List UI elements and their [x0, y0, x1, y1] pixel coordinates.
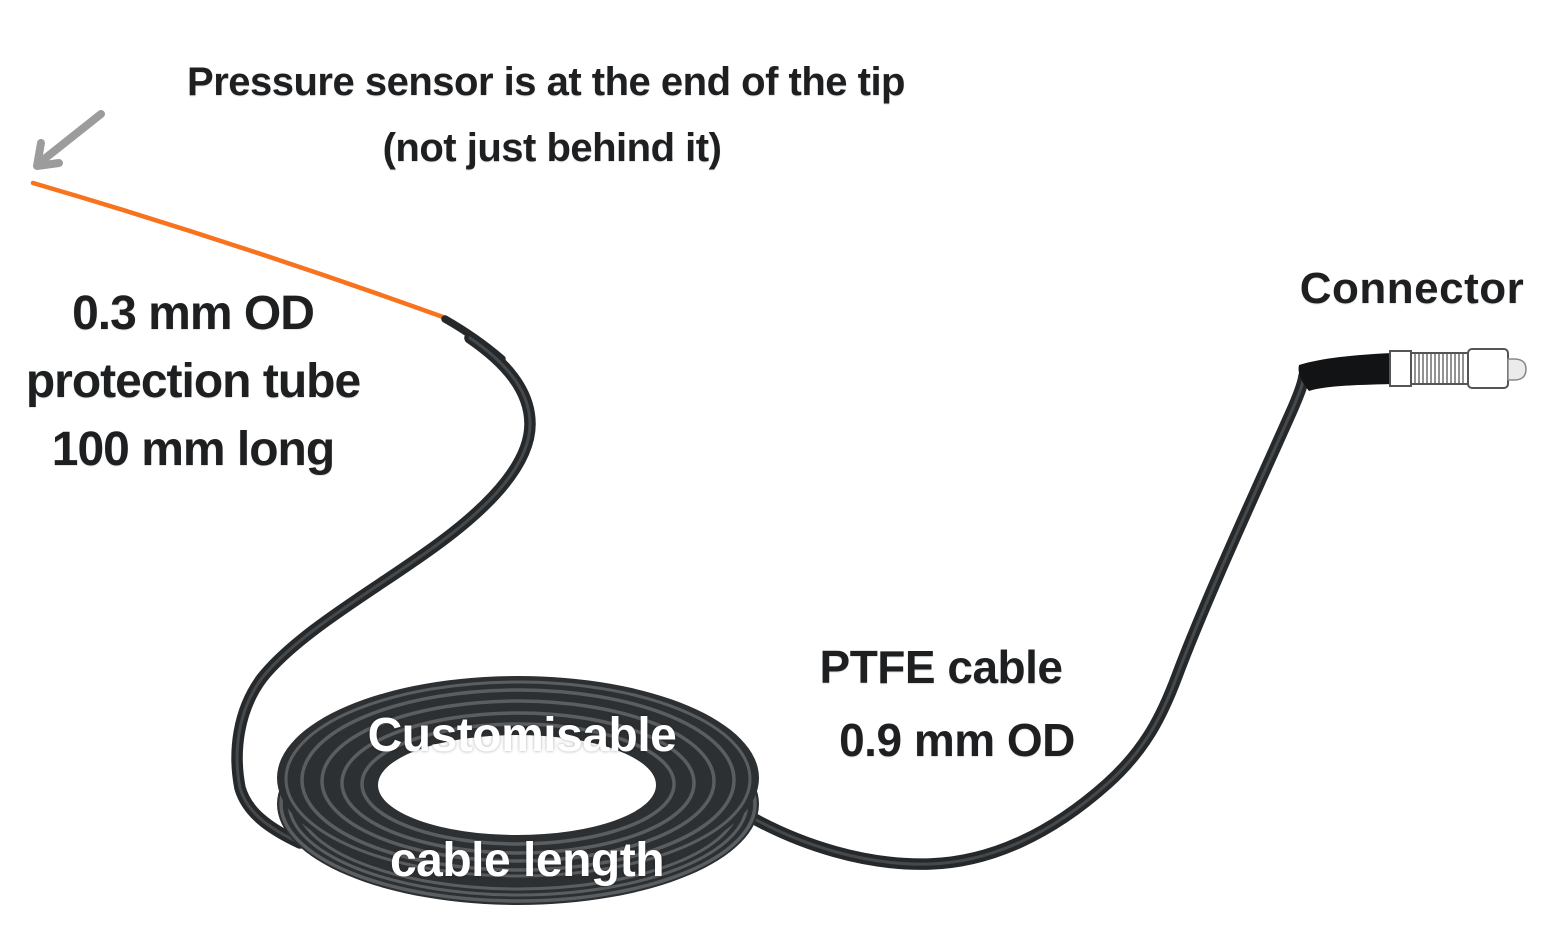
coil-label-line2: cable length	[389, 834, 665, 887]
connector-tip	[1507, 358, 1527, 381]
title-line2: (not just behind it)	[382, 126, 722, 170]
cable-scurve-highlight	[235, 336, 532, 845]
pointer-arrow-icon	[33, 110, 105, 170]
protection-tube-label-line3: 100 mm long	[51, 423, 335, 476]
connector-graphic	[1298, 348, 1527, 391]
protection-tube-label-line1: 0.3 mm OD	[72, 287, 315, 340]
cable-right-highlight	[740, 374, 1306, 866]
connector-label: Connector	[1299, 264, 1525, 313]
protection-tube-label-line2: protection tube	[25, 355, 361, 408]
connector-boot	[1298, 353, 1392, 391]
title-line1: Pressure sensor is at the end of the tip	[187, 60, 905, 104]
protection-tube-label: 0.3 mm OD protection tube 100 mm long	[25, 280, 361, 484]
connector-collar	[1389, 350, 1412, 387]
ptfe-cable-label-line2: 0.9 mm OD	[839, 714, 1075, 766]
cable-coil-graphic	[277, 676, 759, 905]
connector-body	[1467, 348, 1509, 389]
cable-right-graphic	[736, 370, 1310, 870]
coil-label-line1: Customisable	[367, 709, 677, 762]
connector-threads	[1410, 352, 1469, 385]
ptfe-cable-label-line1: PTFE cable	[819, 641, 1063, 693]
protection-tube-graphic	[30, 180, 446, 320]
